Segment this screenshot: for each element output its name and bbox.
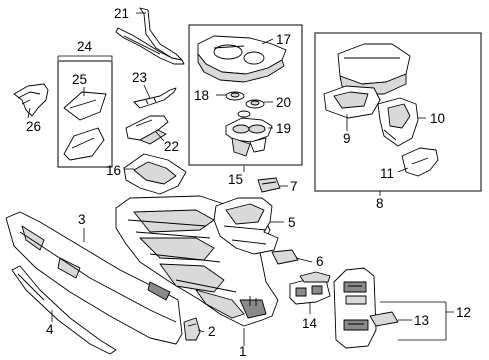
leader-23	[143, 84, 151, 99]
leader-17	[261, 38, 274, 45]
leader-22	[155, 131, 165, 142]
part-5-upper-bracket	[213, 197, 279, 255]
callout-13: 13	[414, 313, 429, 328]
callout-4: 4	[46, 322, 54, 337]
part-26-side-bracket	[13, 83, 49, 117]
callout-14: 14	[302, 316, 318, 331]
callout-8: 8	[376, 196, 384, 211]
callout-12: 12	[456, 305, 471, 320]
leader-12	[380, 301, 454, 341]
part-9-bin	[323, 85, 381, 119]
part-6-mat	[271, 249, 299, 265]
callout-25: 25	[72, 72, 87, 87]
callout-19: 19	[276, 121, 291, 136]
group-box-24	[57, 60, 113, 168]
part-2-retainer	[183, 317, 201, 341]
part-19-cup-holder	[225, 117, 273, 157]
callout-20: 20	[276, 95, 291, 110]
leader-6	[295, 257, 313, 263]
part-14-switch-panel	[289, 271, 331, 305]
callout-26: 26	[26, 119, 41, 134]
part-10-hinge-bracket	[377, 97, 419, 147]
part-25-mat-lower	[63, 127, 105, 161]
group-box-8	[314, 32, 482, 192]
part-18-ring	[225, 91, 245, 101]
part-20-ring	[245, 99, 265, 109]
leader-26	[27, 107, 31, 119]
part-22-bracket	[125, 115, 169, 145]
part-3-side-panel	[5, 211, 183, 345]
leader-11	[397, 167, 409, 173]
callout-7: 7	[290, 179, 298, 194]
part-20-small-ring	[237, 110, 251, 118]
callout-9: 9	[343, 131, 351, 146]
group-box-15	[188, 24, 303, 166]
part-11-latch	[401, 147, 439, 177]
leader-2	[197, 329, 205, 333]
part-23-clip	[133, 87, 177, 109]
part-17-shifter-bezel	[197, 35, 287, 83]
part-16-storage-tray	[123, 153, 187, 195]
callout-16: 16	[106, 163, 121, 178]
callout-3: 3	[78, 212, 86, 227]
callout-24: 24	[77, 39, 93, 54]
callout-22: 22	[164, 139, 179, 154]
callout-5: 5	[288, 215, 296, 230]
part-4-lower-trim	[11, 265, 117, 355]
callout-2: 2	[208, 324, 216, 339]
callout-17: 17	[276, 32, 291, 47]
group-bracket-24	[57, 55, 113, 60]
part-12-rear-panel	[333, 267, 377, 349]
callout-11: 11	[380, 166, 394, 181]
part-25-mat-upper	[63, 91, 107, 121]
part-13-coin-tray	[369, 311, 399, 327]
callout-6: 6	[316, 254, 324, 269]
part-7-insert	[257, 177, 281, 193]
callout-15: 15	[228, 172, 243, 187]
callout-10: 10	[430, 111, 445, 126]
callout-1: 1	[239, 344, 247, 359]
callout-21: 21	[114, 6, 129, 21]
callout-18: 18	[194, 88, 209, 103]
callout-23: 23	[132, 70, 147, 85]
